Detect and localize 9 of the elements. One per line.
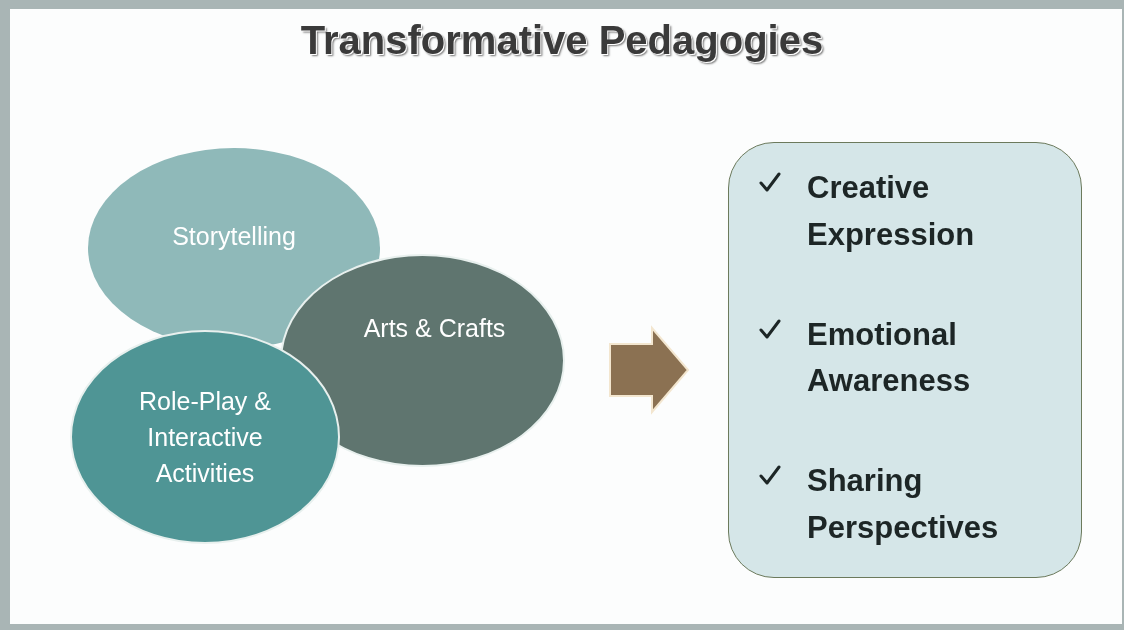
ellipse-label: Role-Play & Interactive Activities xyxy=(138,385,272,490)
list-item-text: Emotional Awareness xyxy=(807,315,972,400)
list-item-text: Sharing Perspectives xyxy=(807,462,1000,547)
ellipse-label: Arts & Crafts xyxy=(362,313,507,345)
title: Transformative Pedagogies xyxy=(299,17,825,64)
list-item-text: Creative Expression xyxy=(807,169,976,254)
ellipse-label: Storytelling xyxy=(171,220,297,252)
rounded-panel xyxy=(728,142,1082,578)
block-arrow xyxy=(609,325,690,415)
